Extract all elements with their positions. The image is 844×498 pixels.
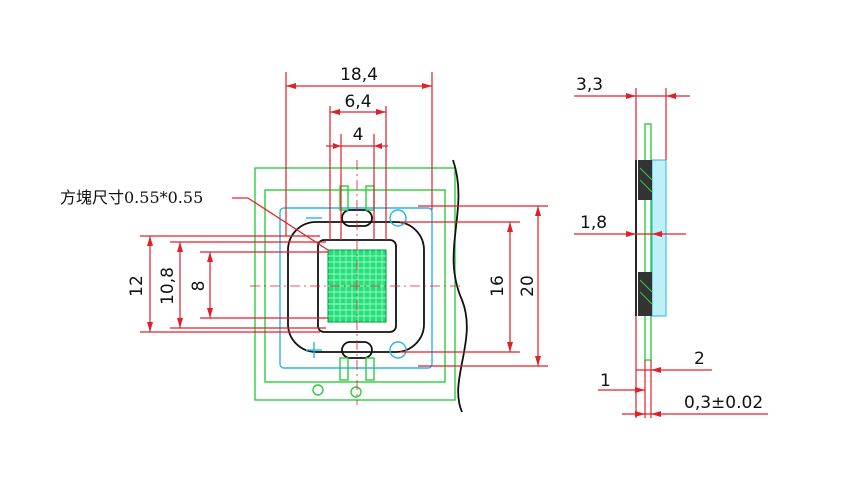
dim-2: 2	[694, 349, 705, 369]
dim-4: 4	[353, 125, 364, 145]
dim-6-4: 6,4	[344, 92, 371, 112]
inner-frame	[279, 207, 433, 369]
dim-0-3: 0,3±0.02	[684, 393, 763, 413]
chip-size-note: 方塊尺寸0.55*0.55	[60, 188, 203, 207]
dim-1: 1	[600, 371, 611, 391]
bottom-lead-left	[339, 357, 349, 381]
dim-1-8: 1,8	[580, 213, 607, 233]
bottom-lead-right	[365, 357, 375, 381]
front-view	[250, 159, 468, 413]
dim-12: 12	[127, 275, 147, 297]
top-lead-left	[339, 185, 349, 211]
dim-20: 20	[518, 275, 538, 297]
board-hole-bl	[312, 384, 324, 396]
side-dimensions: 3,3 1,8 2 1 0,3±0.02	[574, 75, 768, 418]
dim-16: 16	[488, 275, 508, 297]
mount-hole-tr	[389, 209, 407, 227]
side-lead	[644, 123, 652, 361]
board-hole-bc	[350, 386, 362, 398]
side-view	[635, 123, 667, 361]
break-line	[452, 159, 468, 413]
side-pad-bottom	[638, 272, 652, 316]
dim-10-8: 10,8	[158, 267, 178, 305]
front-dimensions: 18,4 6,4 4 方塊尺寸0.55*0.55 12 10,8	[60, 65, 548, 367]
board-outline	[254, 167, 456, 401]
plus-icon	[306, 342, 322, 358]
dim-18-4: 18,4	[340, 65, 378, 85]
mount-hole-br	[389, 341, 407, 359]
dim-3-3: 3,3	[576, 75, 603, 95]
package-body	[287, 221, 425, 353]
side-lens	[651, 159, 667, 317]
dim-8: 8	[189, 281, 209, 292]
